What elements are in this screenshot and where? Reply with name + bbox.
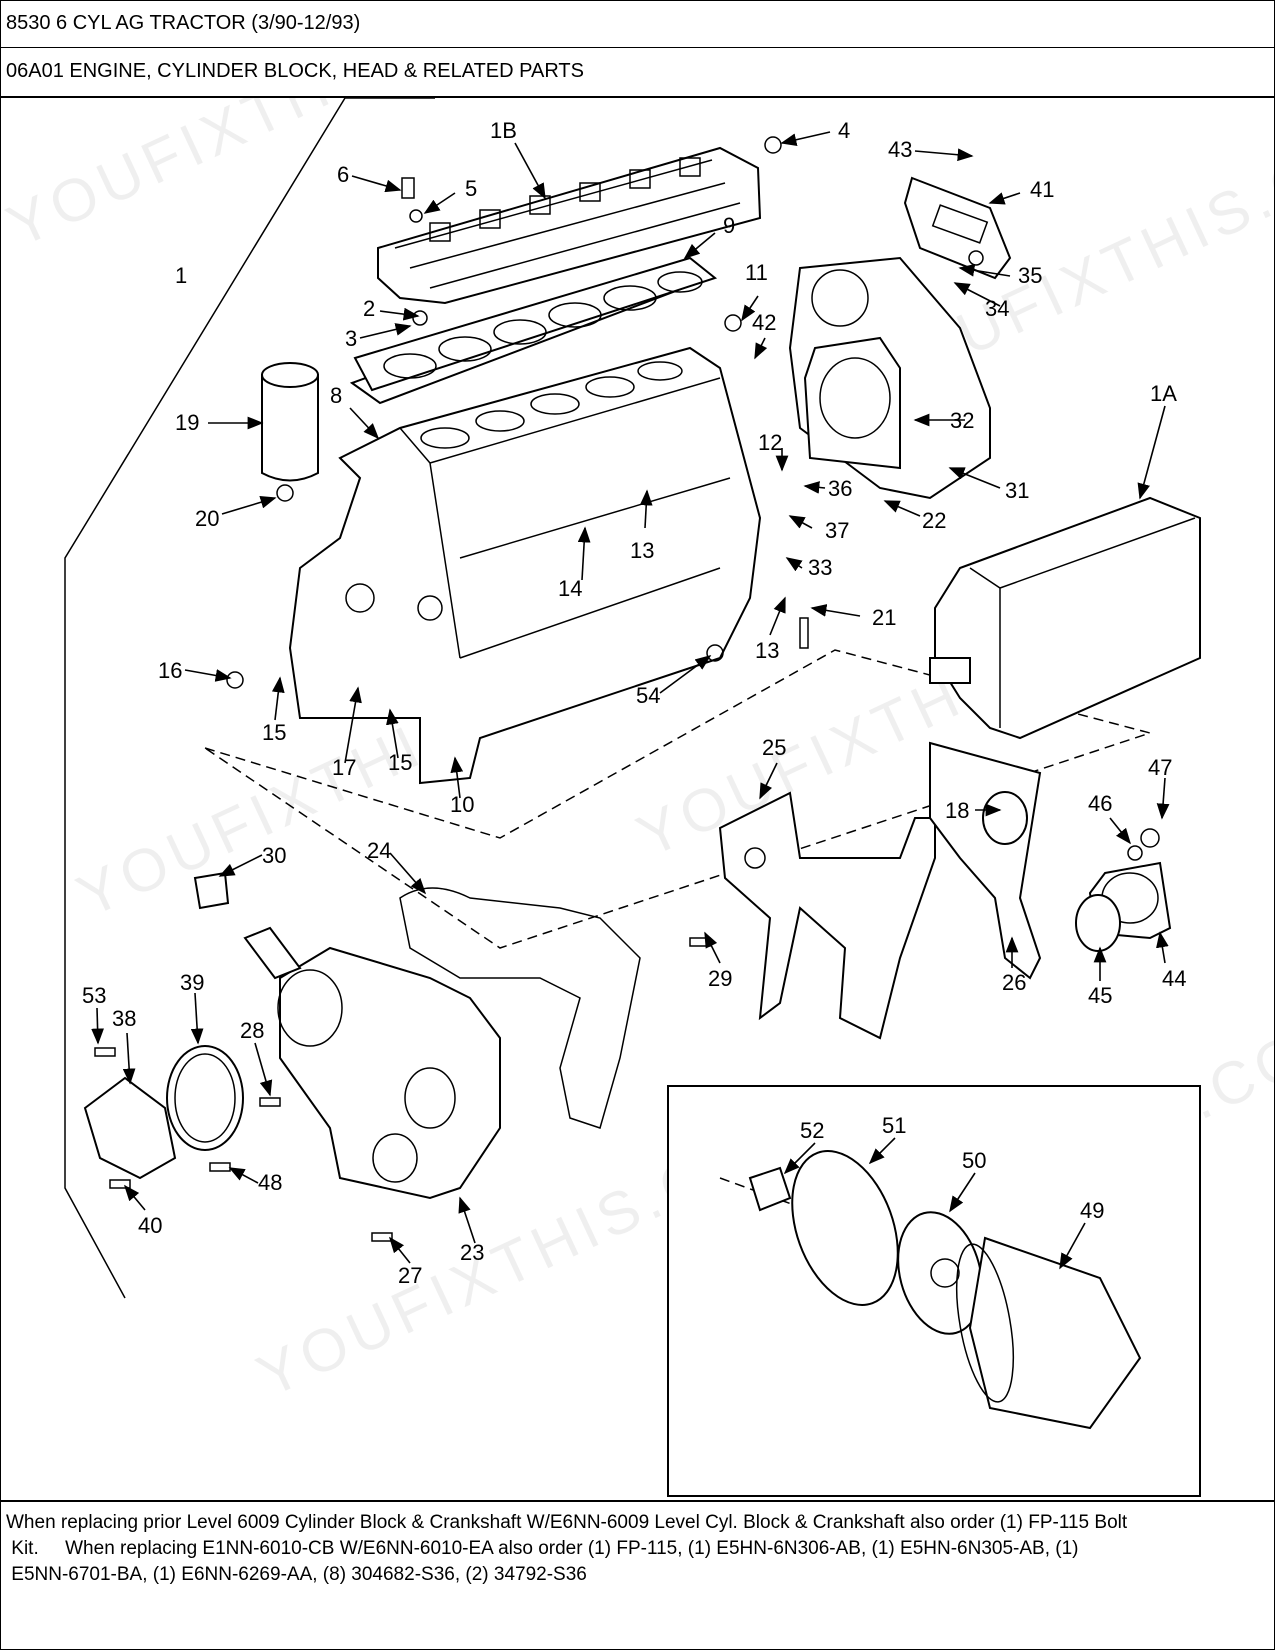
callout-26: 26: [1002, 970, 1026, 995]
oil-filler-tube: [193, 871, 302, 980]
callout-6: 6: [337, 162, 349, 187]
callout-19: 19: [175, 410, 199, 435]
rear-cover-and-seal: [1075, 861, 1172, 952]
section-title: 06A01 ENGINE, CYLINDER BLOCK, HEAD & REL…: [0, 48, 1275, 98]
note-line-1: When replacing prior Level 6009 Cylinder…: [6, 1512, 1128, 1533]
callout-4: 4: [838, 118, 850, 143]
callout-1: 1: [175, 263, 187, 288]
cylinder-block: [288, 346, 762, 785]
callout-46: 46: [1088, 791, 1112, 816]
callout-14: 14: [558, 576, 582, 601]
callout-35: 35: [1018, 263, 1042, 288]
callout-5: 5: [465, 176, 477, 201]
cover-plate: [903, 176, 1012, 280]
callout-15: 15: [262, 720, 286, 745]
callout-48: 48: [258, 1170, 282, 1195]
callout-36: 36: [828, 476, 852, 501]
callout-20: 20: [195, 506, 219, 531]
callout-25: 25: [762, 735, 786, 760]
timing-gear-cover: [277, 946, 501, 1200]
callout-40: 40: [138, 1213, 162, 1238]
callout-22: 22: [922, 508, 946, 533]
round-cover-gasket: [83, 1045, 244, 1180]
cylinder-sleeve: [261, 362, 319, 482]
callout-32: 32: [950, 408, 974, 433]
cylinder-head: [377, 146, 762, 305]
callout-30: 30: [262, 843, 286, 868]
front-engine-plate: [718, 791, 936, 1040]
front-plate-gasket: [929, 741, 1042, 980]
callout-29: 29: [708, 966, 732, 991]
callout-12: 12: [758, 430, 782, 455]
callout-41: 41: [1030, 177, 1054, 202]
fasteners: [94, 136, 1160, 1242]
callout-50: 50: [962, 1148, 986, 1173]
callout-16: 16: [158, 658, 182, 683]
callout-45: 45: [1088, 983, 1112, 1008]
head-gasket: [349, 256, 718, 405]
callout-34: 34: [985, 296, 1009, 321]
callout-13: 13: [630, 538, 654, 563]
callout-labels: 1B 4 43 41 6 5 9 1 11 42 35 2 34 3 32 19…: [82, 118, 1186, 1288]
callout-44: 44: [1162, 966, 1186, 991]
callout-1A: 1A: [1150, 381, 1177, 406]
filter-adapter-plate: [897, 1211, 983, 1335]
callout-31: 31: [1005, 478, 1029, 503]
callout-33: 33: [808, 555, 832, 580]
callout-47: 47: [1148, 755, 1172, 780]
callout-23: 23: [460, 1240, 484, 1265]
callout-17: 17: [332, 755, 356, 780]
note-line-2: Kit. When replacing E1NN-6010-CB W/E6NN-…: [6, 1538, 1079, 1559]
callout-1B: 1B: [490, 118, 517, 143]
callout-3: 3: [345, 326, 357, 351]
callout-43: 43: [888, 137, 912, 162]
callout-38: 38: [112, 1006, 136, 1031]
callout-42: 42: [752, 310, 776, 335]
callout-27: 27: [398, 1263, 422, 1288]
callout-8: 8: [330, 383, 342, 408]
callout-leaders: [91, 131, 1170, 1270]
callout-15b: 15: [388, 750, 412, 775]
filter-adapter: [748, 1166, 792, 1212]
callout-18: 18: [945, 798, 969, 823]
callout-37: 37: [825, 518, 849, 543]
model-title: 8530 6 CYL AG TRACTOR (3/90-12/93): [0, 0, 1275, 48]
ordering-note: When replacing prior Level 6009 Cylinder…: [0, 1500, 1275, 1650]
short-block-assembly: [929, 496, 1201, 740]
callout-13b: 13: [755, 638, 779, 663]
callout-11: 11: [745, 260, 768, 285]
callout-24: 24: [367, 838, 391, 863]
callout-51: 51: [882, 1113, 906, 1138]
callout-54: 54: [636, 683, 660, 708]
rear-seal-retainer: [803, 336, 901, 470]
callout-39: 39: [180, 970, 204, 995]
oil-filter: [955, 1236, 1142, 1430]
assembly-bracket-line: [64, 98, 435, 1299]
callout-9: 9: [723, 213, 735, 238]
callout-21: 21: [872, 605, 896, 630]
filter-o-ring: [791, 1150, 899, 1306]
callout-52: 52: [800, 1118, 824, 1143]
callout-53: 53: [82, 983, 106, 1008]
callout-10: 10: [450, 792, 474, 817]
note-line-3: E5NN-6701-BA, (1) E6NN-6269-AA, (8) 3046…: [6, 1564, 587, 1585]
callout-28: 28: [240, 1018, 264, 1043]
exploded-parts-diagram: YOUFIXTHIS.COM YOUFIXTHIS.COM YOUFIXTHIS…: [0, 98, 1275, 1500]
callout-2: 2: [363, 296, 375, 321]
callout-49: 49: [1080, 1198, 1104, 1223]
